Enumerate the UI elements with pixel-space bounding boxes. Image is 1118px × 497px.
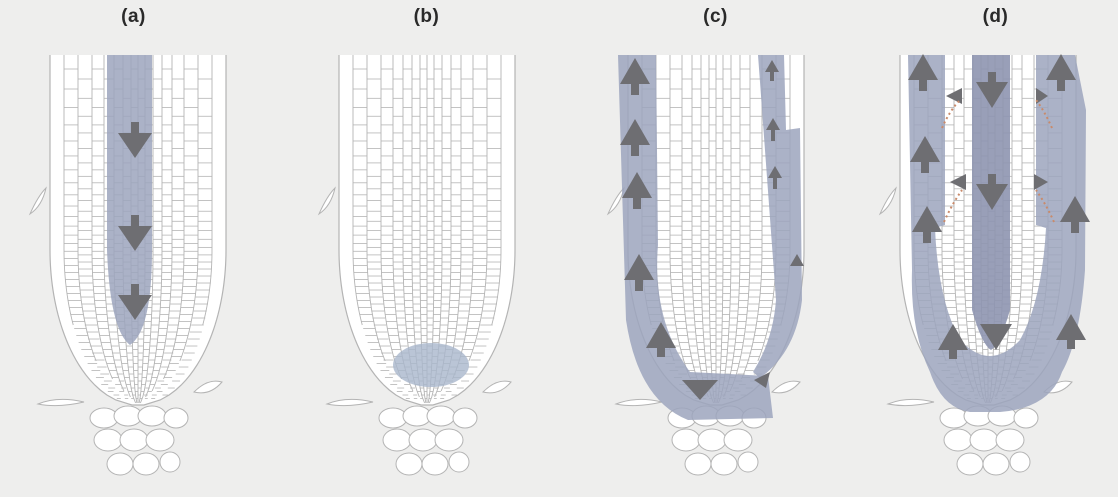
arrow-up-icon-stem	[770, 71, 774, 81]
cap-cell	[944, 429, 972, 451]
arrow-up-icon-stem	[1071, 221, 1079, 233]
cap-cell	[138, 406, 166, 426]
arrow-up-icon-stem	[773, 177, 777, 189]
root-cap	[379, 406, 477, 475]
root-cap	[90, 406, 188, 475]
sloughed-cell	[772, 381, 800, 393]
root-cell-grid	[319, 55, 515, 475]
root-cap	[940, 406, 1038, 475]
auxin-overlay-b	[393, 343, 469, 387]
arrow-up-icon-stem	[1057, 79, 1065, 91]
arrow-up-icon-stem	[923, 231, 931, 243]
cap-cell	[133, 453, 159, 475]
cap-cell	[698, 429, 726, 451]
sloughed-cell	[327, 399, 373, 405]
sloughed-cell	[608, 188, 624, 214]
cap-cell	[383, 429, 411, 451]
cap-cell	[1010, 452, 1030, 472]
arrow-down-icon-stem	[131, 122, 139, 136]
cap-cell	[449, 452, 469, 472]
cap-cell	[724, 429, 752, 451]
cap-cell	[120, 429, 148, 451]
sloughed-cell	[880, 188, 896, 214]
root-diagram-c	[578, 0, 857, 497]
panel-c: (c)	[578, 0, 857, 497]
arrow-down-icon-stem	[988, 72, 996, 85]
cap-cell	[453, 408, 477, 428]
sloughed-cell	[30, 188, 46, 214]
arrow-up-icon-stem	[921, 161, 929, 173]
cap-cell	[409, 429, 437, 451]
arrow-down-icon-stem	[131, 284, 139, 298]
panel-d: (d)	[850, 0, 1118, 497]
cap-cell	[94, 429, 122, 451]
arrow-up-icon-stem	[771, 129, 775, 141]
arrow-down-icon-stem	[988, 174, 996, 187]
sloughed-cell	[483, 381, 511, 393]
cap-cell	[396, 453, 422, 475]
cap-cell	[685, 453, 711, 475]
cap-cell	[107, 453, 133, 475]
sloughed-cell	[888, 399, 934, 405]
root-diagram-d	[850, 0, 1118, 497]
root-diagram-b	[289, 0, 568, 497]
panel-b: (b)	[289, 0, 568, 497]
auxin-maximum-spot	[393, 343, 469, 387]
auxin-overlay-a	[107, 55, 152, 345]
sloughed-cell	[319, 188, 335, 214]
cap-cell	[711, 453, 737, 475]
arrow-up-icon-stem	[631, 83, 639, 95]
cap-cell	[164, 408, 188, 428]
cap-cell	[1014, 408, 1038, 428]
cap-cell	[422, 453, 448, 475]
sloughed-cell	[194, 381, 222, 393]
arrow-up-icon-stem	[633, 197, 641, 209]
arrow-up-icon-stem	[949, 349, 957, 359]
arrow-up-icon-stem	[635, 279, 643, 291]
arrow-down-icon-stem	[131, 215, 139, 229]
cap-cell	[146, 429, 174, 451]
cap-cell	[427, 406, 455, 426]
root-diagram-a	[0, 0, 279, 497]
cap-cell	[970, 429, 998, 451]
arrow-up-icon-stem	[1067, 339, 1075, 349]
panel-a: (a)	[0, 0, 279, 497]
cap-cell	[996, 429, 1024, 451]
cap-cell	[957, 453, 983, 475]
sloughed-cell	[38, 399, 84, 405]
cap-cell	[160, 452, 180, 472]
sloughed-cell	[616, 399, 662, 405]
arrow-up-icon-stem	[631, 144, 639, 156]
cap-cell	[672, 429, 700, 451]
arrow-up-icon-stem	[657, 347, 665, 357]
arrow-up-icon-stem	[919, 79, 927, 91]
cap-cell	[435, 429, 463, 451]
cap-cell	[738, 452, 758, 472]
cap-cell	[983, 453, 1009, 475]
